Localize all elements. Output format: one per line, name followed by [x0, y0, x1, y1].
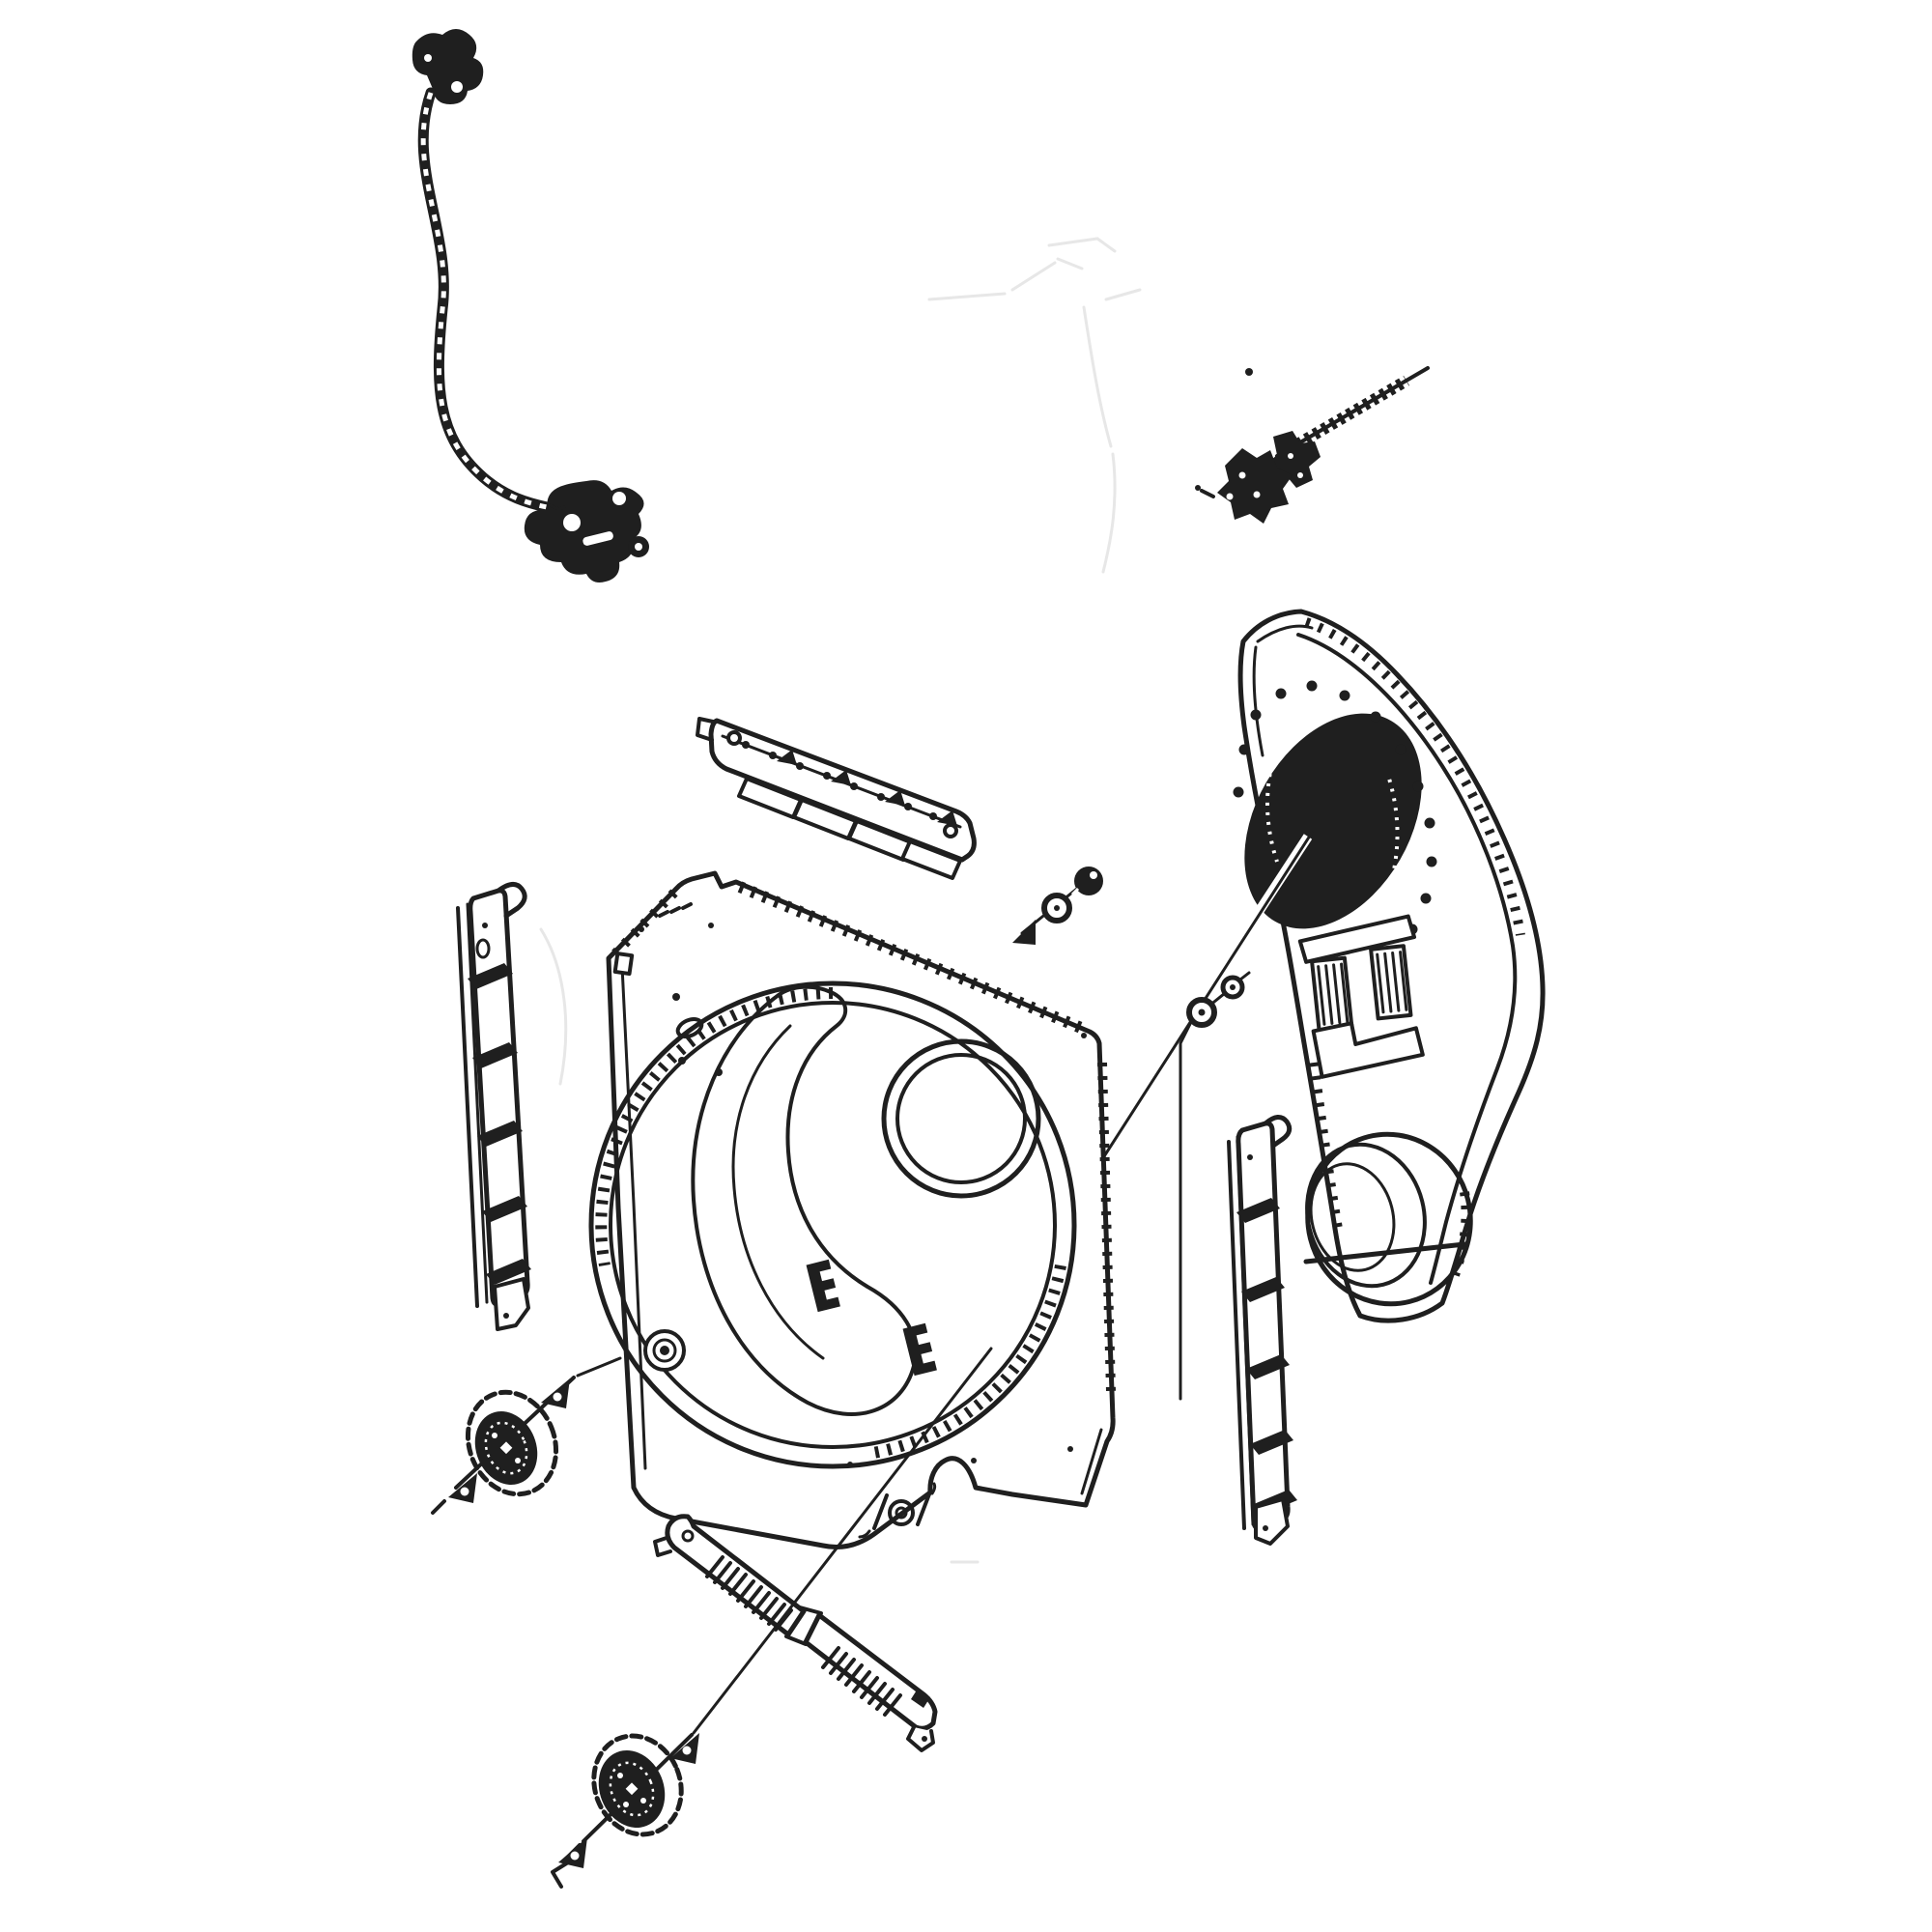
rail-hole-dots	[742, 741, 937, 820]
valve-port	[612, 492, 626, 505]
drum-opening-inner-ring	[609, 1001, 1057, 1449]
connector-hole	[424, 54, 432, 62]
cross-clip-icon	[1217, 448, 1293, 524]
bracket-corrugation	[821, 1646, 902, 1717]
blower-housing-assembly	[1095, 609, 1546, 1323]
leader-lines	[692, 1347, 993, 1735]
valve-boss-hole	[635, 543, 642, 551]
connector-hole	[451, 81, 463, 93]
valve-motor-icon	[524, 480, 644, 582]
bracket-corrugation	[705, 1555, 793, 1632]
louver-vents	[1297, 914, 1425, 1079]
harness-cable	[417, 87, 553, 513]
slide-strip-rungs	[468, 963, 531, 1285]
bottom-mounting-bracket	[653, 1514, 938, 1752]
panel-bottom-squiggle	[858, 1482, 937, 1539]
ghost-outline-lines	[539, 237, 1142, 1564]
wire-harness-assembly	[412, 29, 649, 582]
grille-oval-icon	[1244, 713, 1422, 929]
retainer-clip-icon	[902, 1322, 937, 1377]
roller-outer-ring	[465, 1389, 559, 1497]
harness-cable-braid	[420, 92, 548, 510]
duct-outlet	[1303, 1131, 1473, 1307]
inner-duct-kidney	[691, 984, 918, 1416]
rear-bulkhead-panel	[588, 870, 1116, 1549]
screw-tip-icon	[1012, 920, 1036, 945]
grille-bolt-dots	[1233, 680, 1437, 958]
drum-roller-bottom	[551, 1733, 699, 1889]
valve-slot	[582, 531, 613, 546]
bent-leader-line	[1179, 1018, 1194, 1401]
rod-dot	[1245, 368, 1253, 376]
roller-outer-ring	[591, 1733, 684, 1837]
drum-opening-outer-ring	[588, 980, 1077, 1469]
retainer-clip-icon	[806, 1259, 840, 1313]
screw-washer-nut-stack	[1012, 867, 1103, 945]
sensor-rod-and-clips	[1195, 366, 1430, 524]
slide-strip-rungs	[1236, 1198, 1297, 1515]
nut-icon	[1074, 867, 1103, 895]
top-mounting-rail	[696, 717, 977, 880]
right-slide-strip	[1227, 1115, 1297, 1546]
harness-connector-icon	[412, 29, 484, 104]
heater-opening-outer	[881, 1038, 1041, 1199]
washer-nut-pair	[1179, 971, 1251, 1401]
heater-opening-inner	[895, 1053, 1027, 1184]
drum-roller-left	[431, 1356, 622, 1515]
left-slide-strip	[456, 882, 531, 1331]
valve-port	[563, 514, 581, 531]
